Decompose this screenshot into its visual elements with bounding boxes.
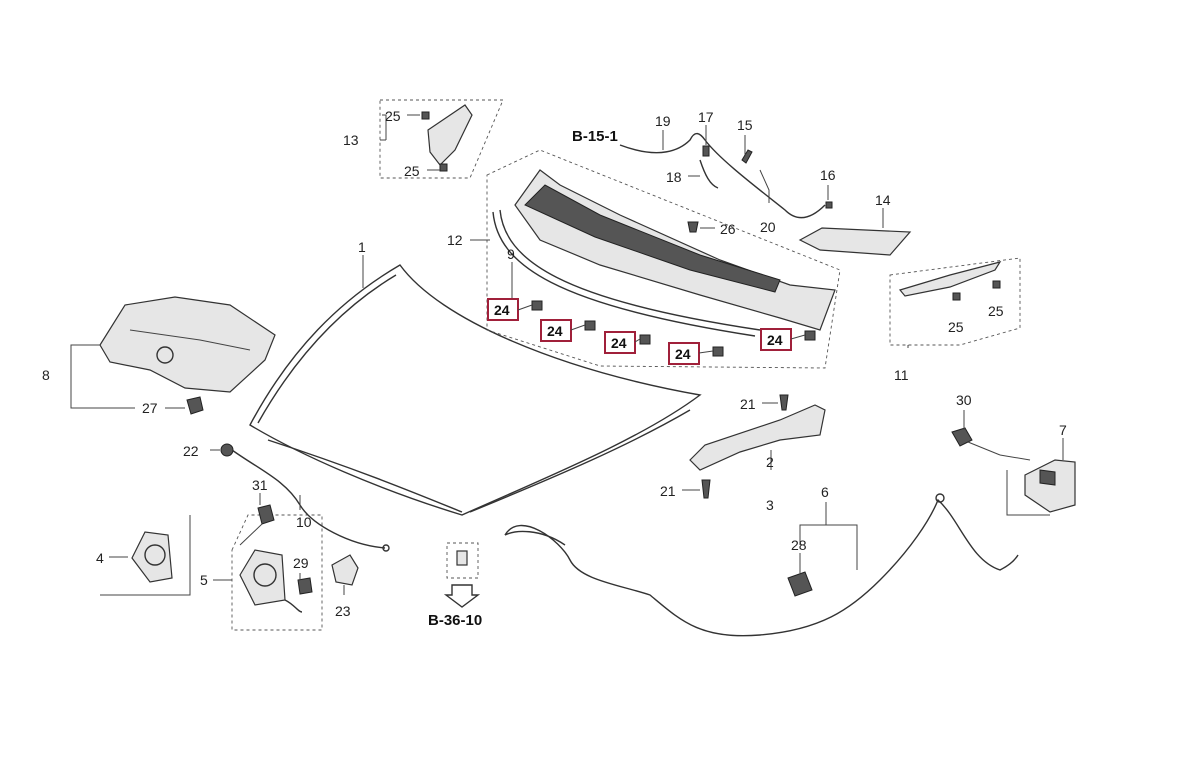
callout-10: 10	[296, 514, 312, 530]
callout-26: 26	[720, 221, 736, 237]
washer-hoses[interactable]	[619, 132, 833, 219]
callout-31: 31	[252, 477, 268, 493]
callout-2: 2	[766, 454, 774, 470]
cushion-22[interactable]	[220, 443, 234, 457]
callout-16: 16	[820, 167, 836, 183]
callout-29: 29	[293, 555, 309, 571]
hood-lock-4[interactable]	[131, 531, 173, 583]
highlighted-callouts-24[interactable]: 24 24 24 24 24	[487, 298, 792, 365]
callout-labels: 1 2 3 4 5 6 7 8 9 10 11 12 13 14 15 16 1…	[42, 108, 1067, 619]
callout-17: 17	[698, 109, 714, 125]
callout-11: 11	[894, 367, 909, 383]
seal-14[interactable]	[798, 227, 912, 256]
callout-9: 9	[507, 246, 515, 262]
callout-6: 6	[821, 484, 829, 500]
hood-insulator-part[interactable]	[99, 296, 276, 393]
hood-lock-5[interactable]	[239, 549, 303, 613]
clip-leaders-24	[517, 304, 806, 354]
callout-28: 28	[791, 537, 807, 553]
callout-12: 12	[447, 232, 463, 248]
callout-21a: 21	[740, 396, 756, 412]
callout-21b: 21	[660, 483, 676, 499]
hood-latch-7[interactable]	[1024, 459, 1076, 513]
clip-29[interactable]	[297, 577, 313, 595]
callout-30: 30	[956, 392, 972, 408]
callout-18: 18	[666, 169, 682, 185]
callout-23: 23	[335, 603, 351, 619]
bolt-30[interactable]	[951, 427, 1001, 456]
sensor-23[interactable]	[331, 554, 359, 586]
callout-24d[interactable]: 24	[675, 346, 691, 362]
callout-24c[interactable]: 24	[611, 335, 627, 351]
callout-19: 19	[655, 113, 671, 129]
callout-25d: 25	[988, 303, 1004, 319]
callout-3: 3	[766, 497, 774, 513]
cowl-top-part[interactable]	[492, 169, 836, 337]
callout-4: 4	[96, 550, 104, 566]
callout-1: 1	[358, 239, 366, 255]
callout-14: 14	[875, 192, 891, 208]
clip-26[interactable]	[687, 221, 699, 233]
hood-hinge[interactable]	[689, 394, 826, 499]
clip-28[interactable]	[787, 571, 813, 597]
clip-27[interactable]	[186, 396, 204, 415]
callout-25a: 25	[385, 108, 401, 124]
side-cover-11[interactable]	[898, 261, 1002, 301]
callout-27: 27	[142, 400, 158, 416]
callout-7: 7	[1059, 422, 1067, 438]
release-cable-6[interactable]	[504, 493, 1019, 637]
hood-part[interactable]	[249, 264, 702, 516]
side-cover-13[interactable]	[421, 104, 473, 172]
callout-24b[interactable]: 24	[547, 323, 563, 339]
bolt-31[interactable]	[257, 504, 275, 525]
callout-22: 22	[183, 443, 199, 459]
callout-24a[interactable]: 24	[494, 302, 510, 318]
leader-lines	[70, 114, 1064, 595]
callout-5: 5	[200, 572, 208, 588]
callout-13: 13	[343, 132, 359, 148]
cable-10[interactable]	[231, 449, 390, 552]
callout-8: 8	[42, 367, 50, 383]
callout-25b: 25	[404, 163, 420, 179]
reference-bottom-label[interactable]: B-36-10	[428, 612, 482, 629]
callout-25c: 25	[948, 319, 964, 335]
callout-15: 15	[737, 117, 753, 133]
callout-20: 20	[760, 219, 776, 235]
reference-top-label[interactable]: B-15-1	[572, 128, 618, 145]
bottom-ref-part	[443, 550, 481, 608]
callout-24e[interactable]: 24	[767, 332, 783, 348]
